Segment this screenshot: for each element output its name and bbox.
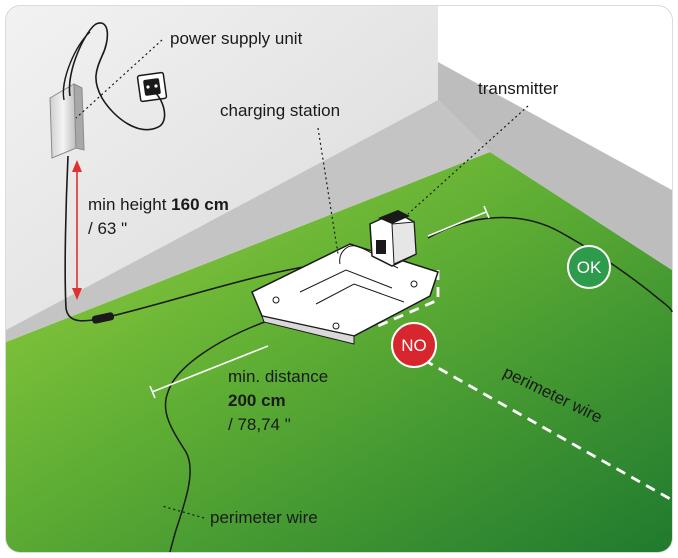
min-distance-dimension — [149, 205, 490, 399]
cable-connector — [91, 312, 115, 324]
wall-socket — [136, 71, 168, 103]
label-min-height: min height 160 cm — [88, 195, 229, 214]
ok-badge-text: OK — [577, 258, 602, 277]
no-badge: NO — [391, 322, 437, 368]
lawn — [6, 152, 672, 552]
label-perimeter-wire-bottom: perimeter wire — [210, 508, 318, 527]
charging-station — [251, 210, 439, 345]
wall-right-top — [438, 6, 672, 190]
no-badge-text: NO — [401, 336, 427, 355]
power-cable-upper — [68, 22, 166, 131]
wall-right-base — [438, 62, 672, 270]
label-min-distance: min. distance — [228, 367, 328, 386]
power-cable-lower — [64, 155, 341, 322]
label-min-distance-value: 200 cm — [228, 391, 286, 410]
power-supply-unit — [49, 83, 85, 159]
min-height-arrow — [72, 160, 82, 300]
label-min-distance-inches: / 78,74 " — [228, 415, 291, 434]
label-min-height-prefix: min height — [88, 195, 171, 214]
leader-lines — [75, 39, 529, 519]
power-cable-loop — [62, 31, 91, 101]
label-min-height-value: 160 cm — [171, 195, 229, 214]
label-transmitter: transmitter — [478, 79, 559, 98]
label-power-supply-unit: power supply unit — [170, 29, 303, 48]
perimeter-wire-left — [164, 319, 271, 553]
ok-badge: OK — [567, 245, 611, 289]
wall-face — [6, 6, 438, 330]
label-charging-station: charging station — [220, 101, 340, 120]
label-min-height-inches: / 63 " — [88, 219, 127, 238]
wall-base-strip — [6, 100, 490, 342]
